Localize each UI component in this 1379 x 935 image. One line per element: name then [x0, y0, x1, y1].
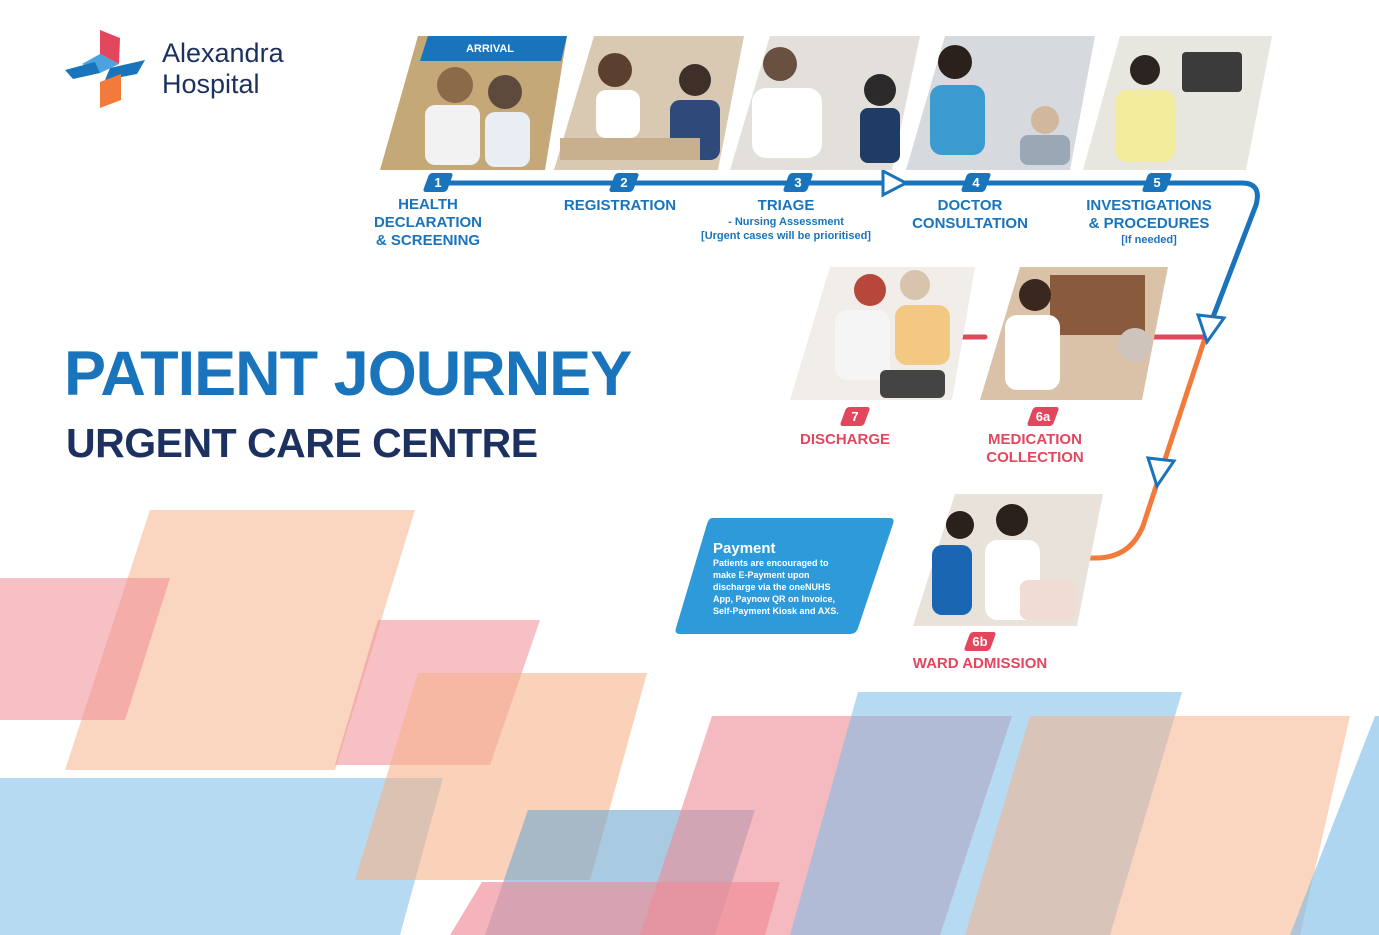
step-7-badge: 7	[839, 407, 871, 426]
step-4-badge: 4	[960, 173, 992, 192]
arrowhead-icon	[1145, 456, 1177, 490]
payment-line: discharge via the oneNUHS	[713, 582, 831, 592]
step-6a-label: MEDICATION COLLECTION	[986, 431, 1084, 466]
step-5-label: INVESTIGATIONS & PROCEDURES [If needed]	[1086, 197, 1212, 246]
payment-title: Payment	[713, 540, 776, 557]
logo-line-1: Alexandra	[162, 38, 284, 68]
page-title: PATIENT JOURNEY	[64, 339, 632, 409]
page-subtitle: URGENT CARE CENTRE	[66, 420, 538, 466]
registration-photo	[554, 36, 744, 170]
medication-photo	[980, 267, 1168, 400]
payment-line: make E-Payment upon	[713, 570, 810, 580]
arrowhead-icon	[1195, 313, 1227, 346]
path-orange	[1072, 335, 1208, 561]
payment-line: App, Paynow QR on Invoice,	[713, 594, 836, 604]
step-1-label: HEALTH DECLARATION & SCREENING	[373, 196, 483, 249]
step-6b-label: WARD ADMISSION	[912, 655, 1048, 672]
background-shapes	[0, 510, 1379, 935]
path-blue	[429, 180, 1260, 341]
hospital-logo	[65, 30, 145, 108]
payment-card	[675, 518, 894, 634]
arrival-tag-label: ARRIVAL	[465, 43, 515, 55]
step-3-badge: 3	[782, 173, 814, 192]
step-6a-badge: 6a	[1026, 407, 1060, 426]
step-4-label: DOCTOR CONSULTATION	[912, 197, 1028, 232]
step-2-badge: 2	[608, 173, 640, 192]
screening-photo	[380, 36, 567, 170]
step-6b-badge: 6b	[963, 632, 997, 651]
step-1-badge: 1	[422, 173, 454, 192]
arrowhead-icon	[881, 168, 910, 198]
logo-text: Alexandra Hospital	[162, 38, 284, 100]
discharge-photo	[790, 267, 975, 400]
consultation-photo	[906, 36, 1095, 170]
payment-info: Payment Patients are encouraged to make …	[713, 540, 863, 617]
step-7-label: DISCHARGE	[799, 431, 890, 448]
arrival-tag	[420, 36, 567, 61]
payment-line: Self-Payment Kiosk and AXS.	[713, 606, 839, 616]
triage-photo	[730, 36, 920, 170]
payment-line: Patients are encouraged to	[713, 558, 829, 568]
logo-line-2: Hospital	[162, 69, 260, 99]
step-5-badge: 5	[1141, 173, 1173, 192]
step-3-label: TRIAGE - Nursing Assessment [Urgent case…	[701, 197, 871, 242]
procedures-photo	[1083, 36, 1272, 170]
step-2-label: REGISTRATION	[563, 197, 677, 214]
ward-photo	[913, 494, 1103, 626]
